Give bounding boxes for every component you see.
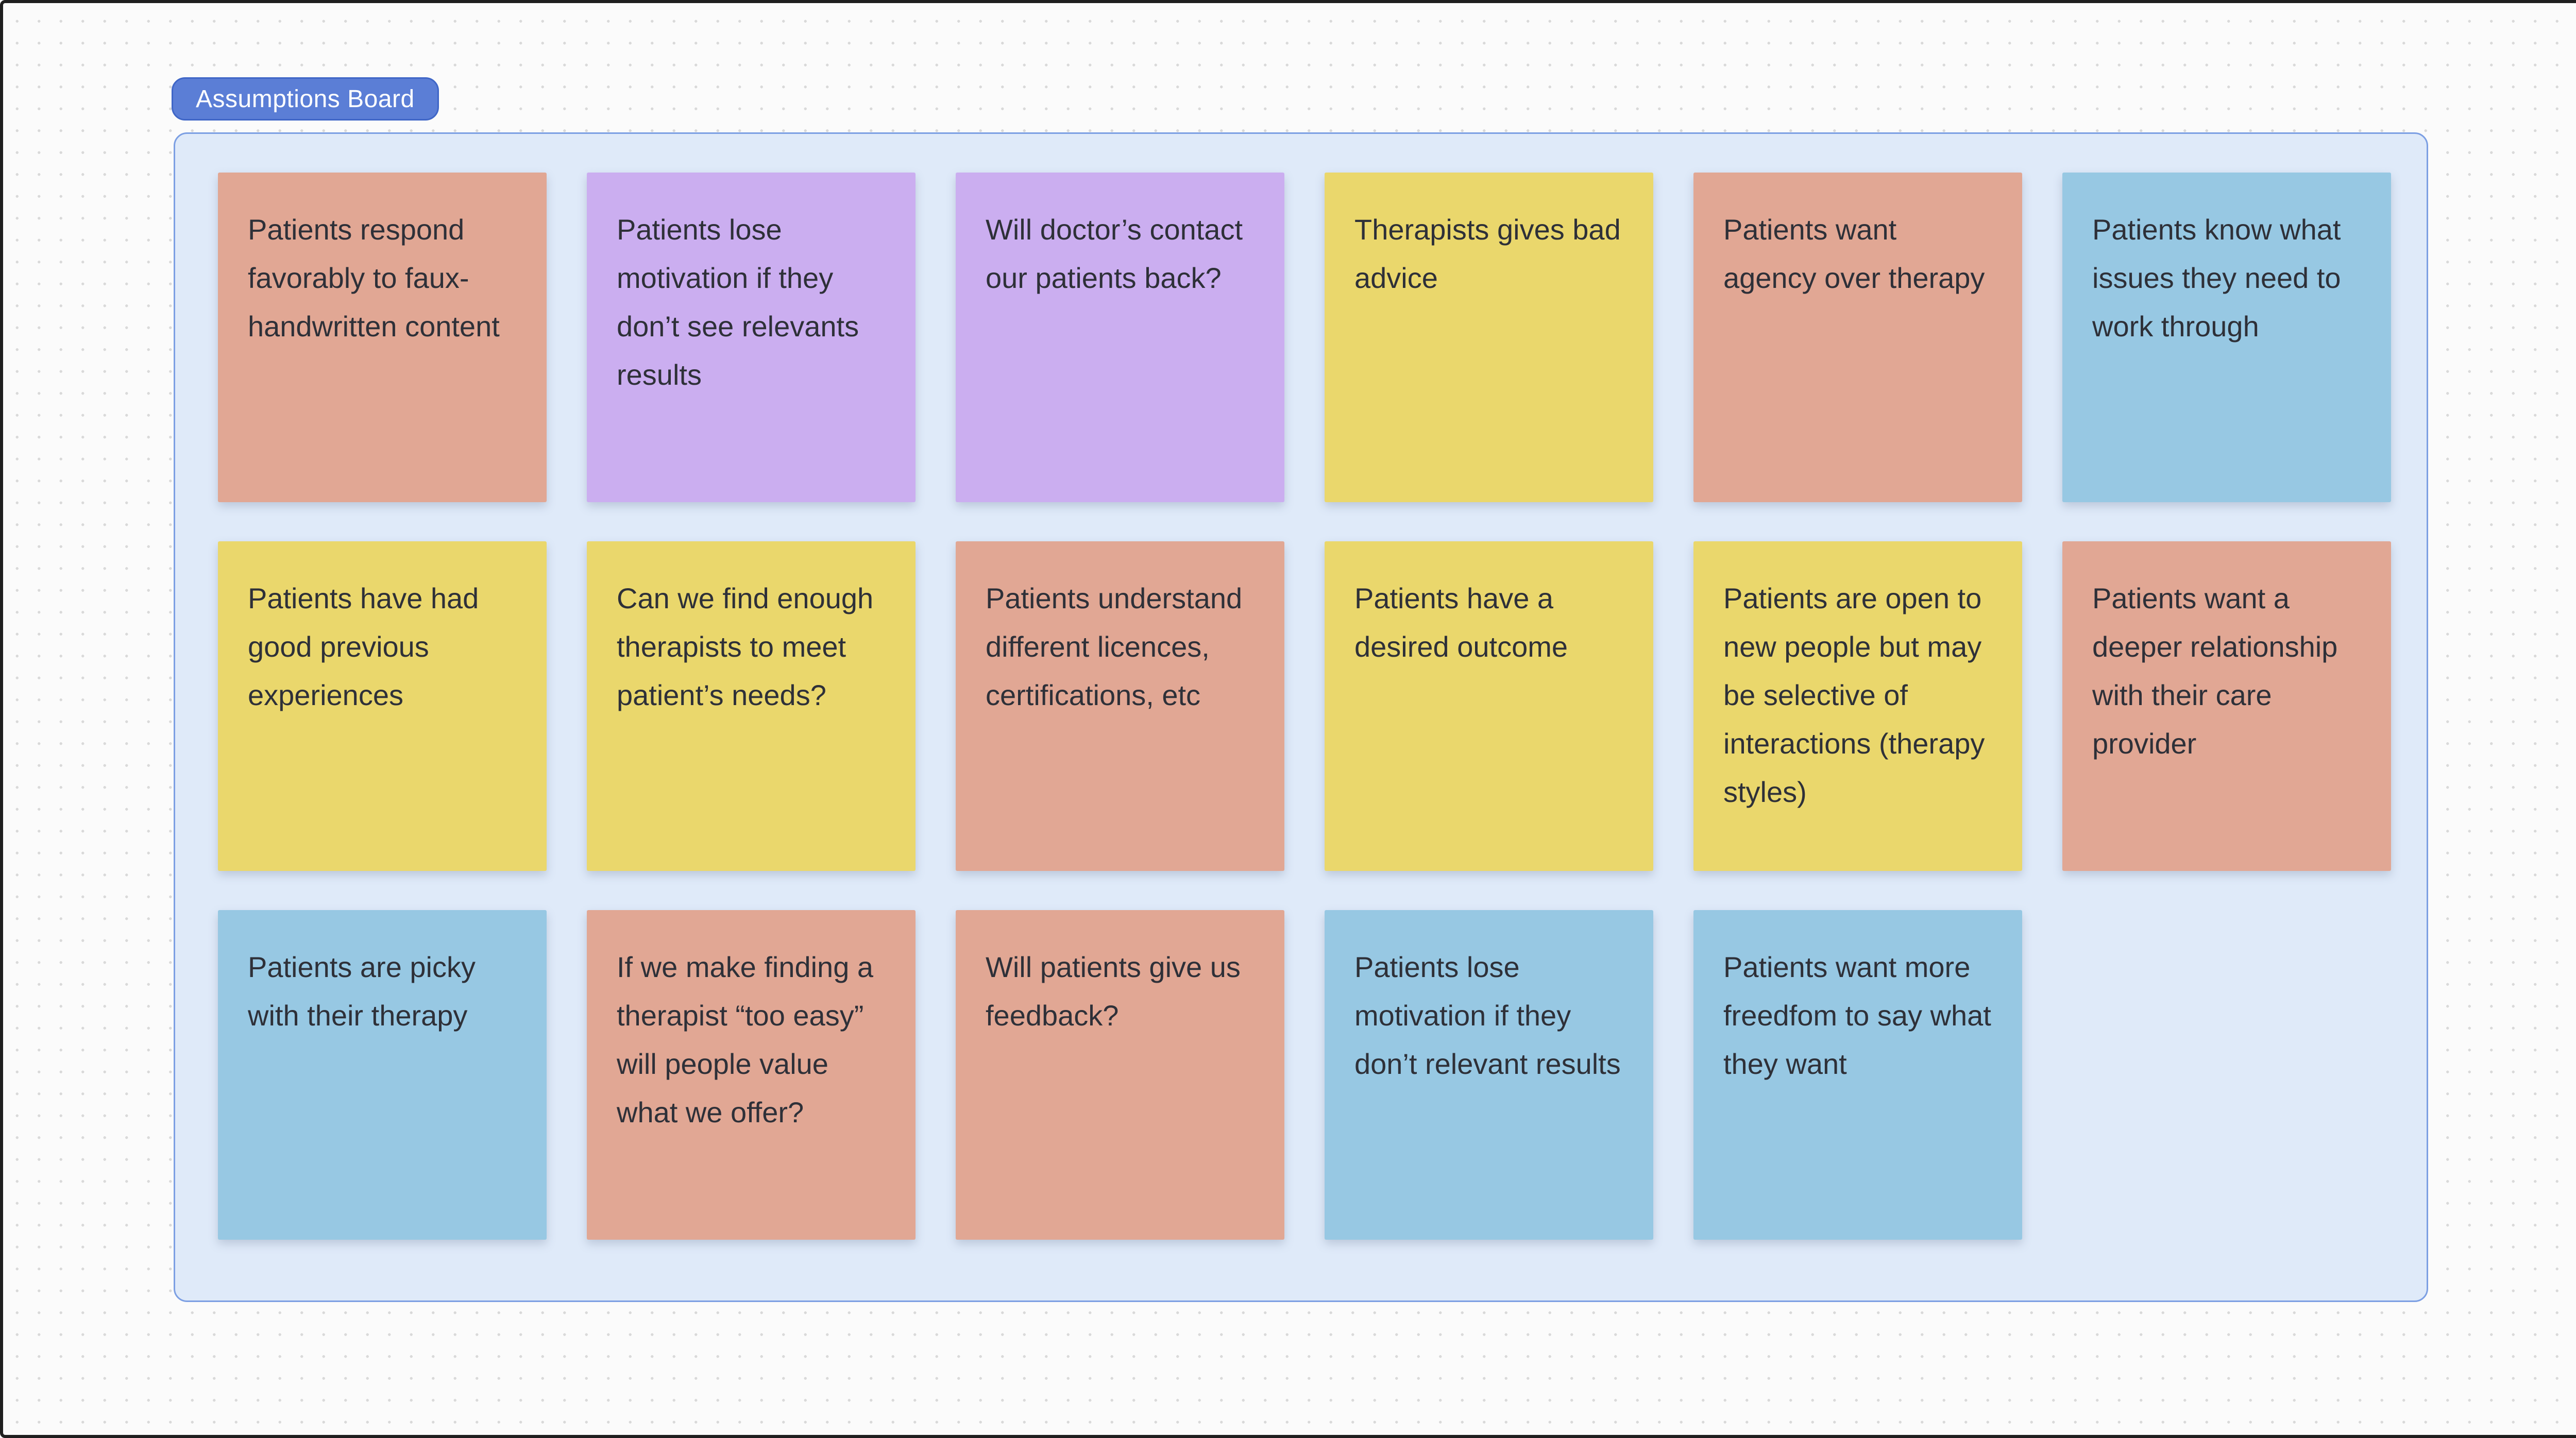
- sticky-note[interactable]: Patients want agency over therapy: [1693, 173, 2022, 502]
- sticky-note[interactable]: Patients want more freedfom to say what …: [1693, 910, 2022, 1240]
- assumptions-board-container[interactable]: Patients respond favorably to faux-handw…: [174, 132, 2428, 1302]
- sticky-note[interactable]: Patients know what issues they need to w…: [2062, 173, 2391, 502]
- sticky-note[interactable]: Can we find enough therapists to meet pa…: [587, 541, 916, 871]
- sticky-note[interactable]: Will doctor’s contact our patients back?: [956, 173, 1284, 502]
- sticky-note[interactable]: Patients understand different licences, …: [956, 541, 1284, 871]
- sticky-note[interactable]: Patients want a deeper relationship with…: [2062, 541, 2391, 871]
- sticky-note[interactable]: Patients respond favorably to faux-handw…: [218, 173, 547, 502]
- sticky-note[interactable]: Will patients give us feedback?: [956, 910, 1284, 1240]
- sticky-note[interactable]: Patients have a desired outcome: [1325, 541, 1653, 871]
- board-title-label[interactable]: Assumptions Board: [172, 77, 439, 121]
- notes-grid: Patients respond favorably to faux-handw…: [175, 134, 2427, 1299]
- sticky-note[interactable]: Patients lose motivation if they don’t s…: [587, 173, 916, 502]
- sticky-note[interactable]: Patients have had good previous experien…: [218, 541, 547, 871]
- sticky-note[interactable]: Patients are picky with their therapy: [218, 910, 547, 1240]
- sticky-note[interactable]: Therapists gives bad advice: [1325, 173, 1653, 502]
- sticky-note[interactable]: If we make finding a therapist “too easy…: [587, 910, 916, 1240]
- sticky-note[interactable]: Patients are open to new people but may …: [1693, 541, 2022, 871]
- board-title-text: Assumptions Board: [196, 85, 415, 113]
- sticky-note[interactable]: Patients lose motivation if they don’t r…: [1325, 910, 1653, 1240]
